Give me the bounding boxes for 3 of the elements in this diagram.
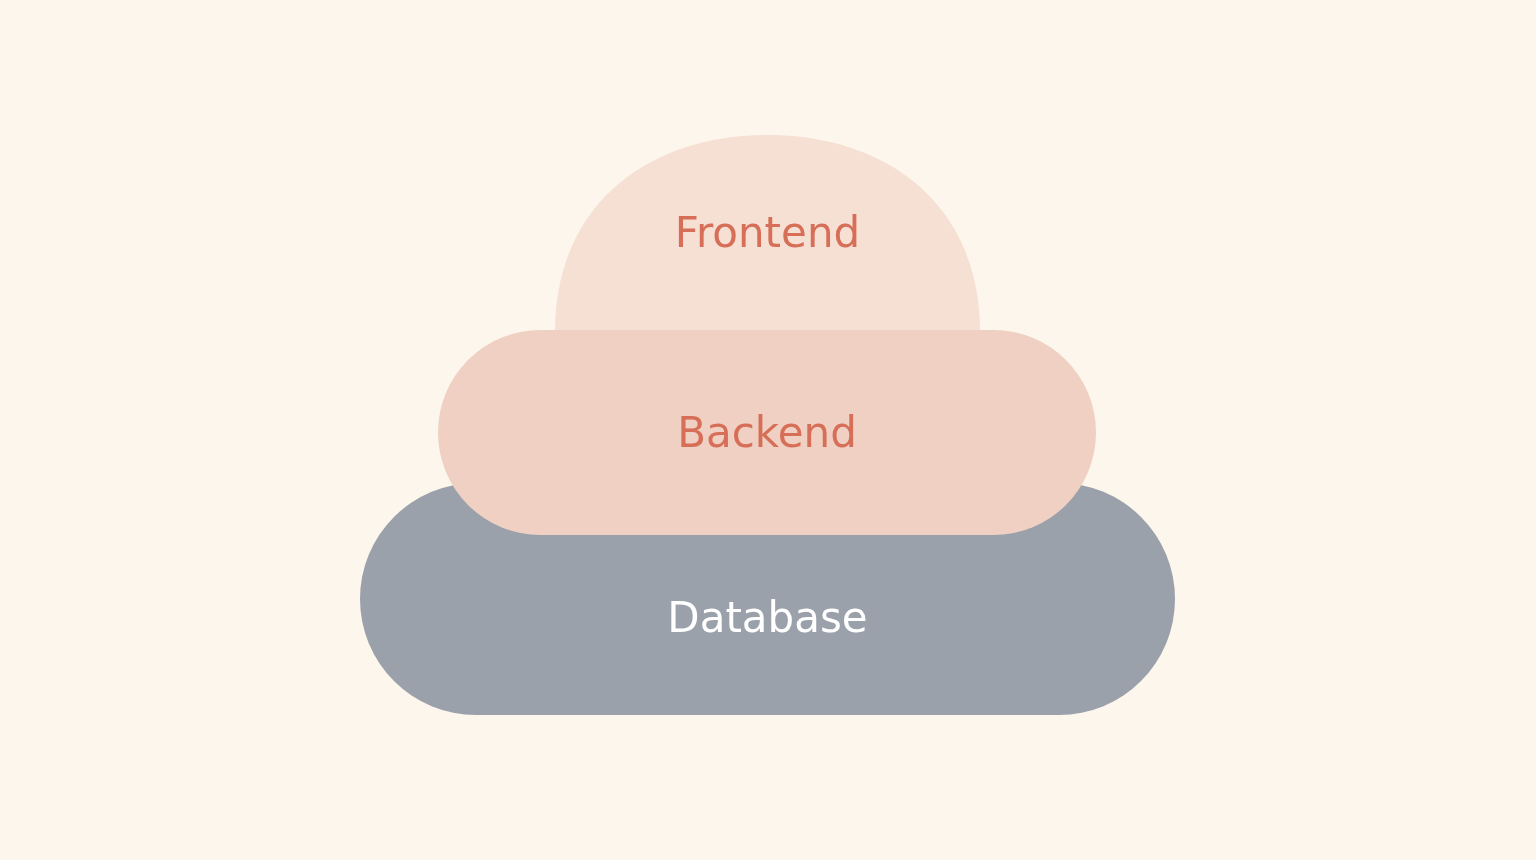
layer-label: Backend — [677, 408, 857, 458]
layer-label: Frontend — [674, 208, 861, 258]
layer-label: Database — [667, 593, 868, 643]
